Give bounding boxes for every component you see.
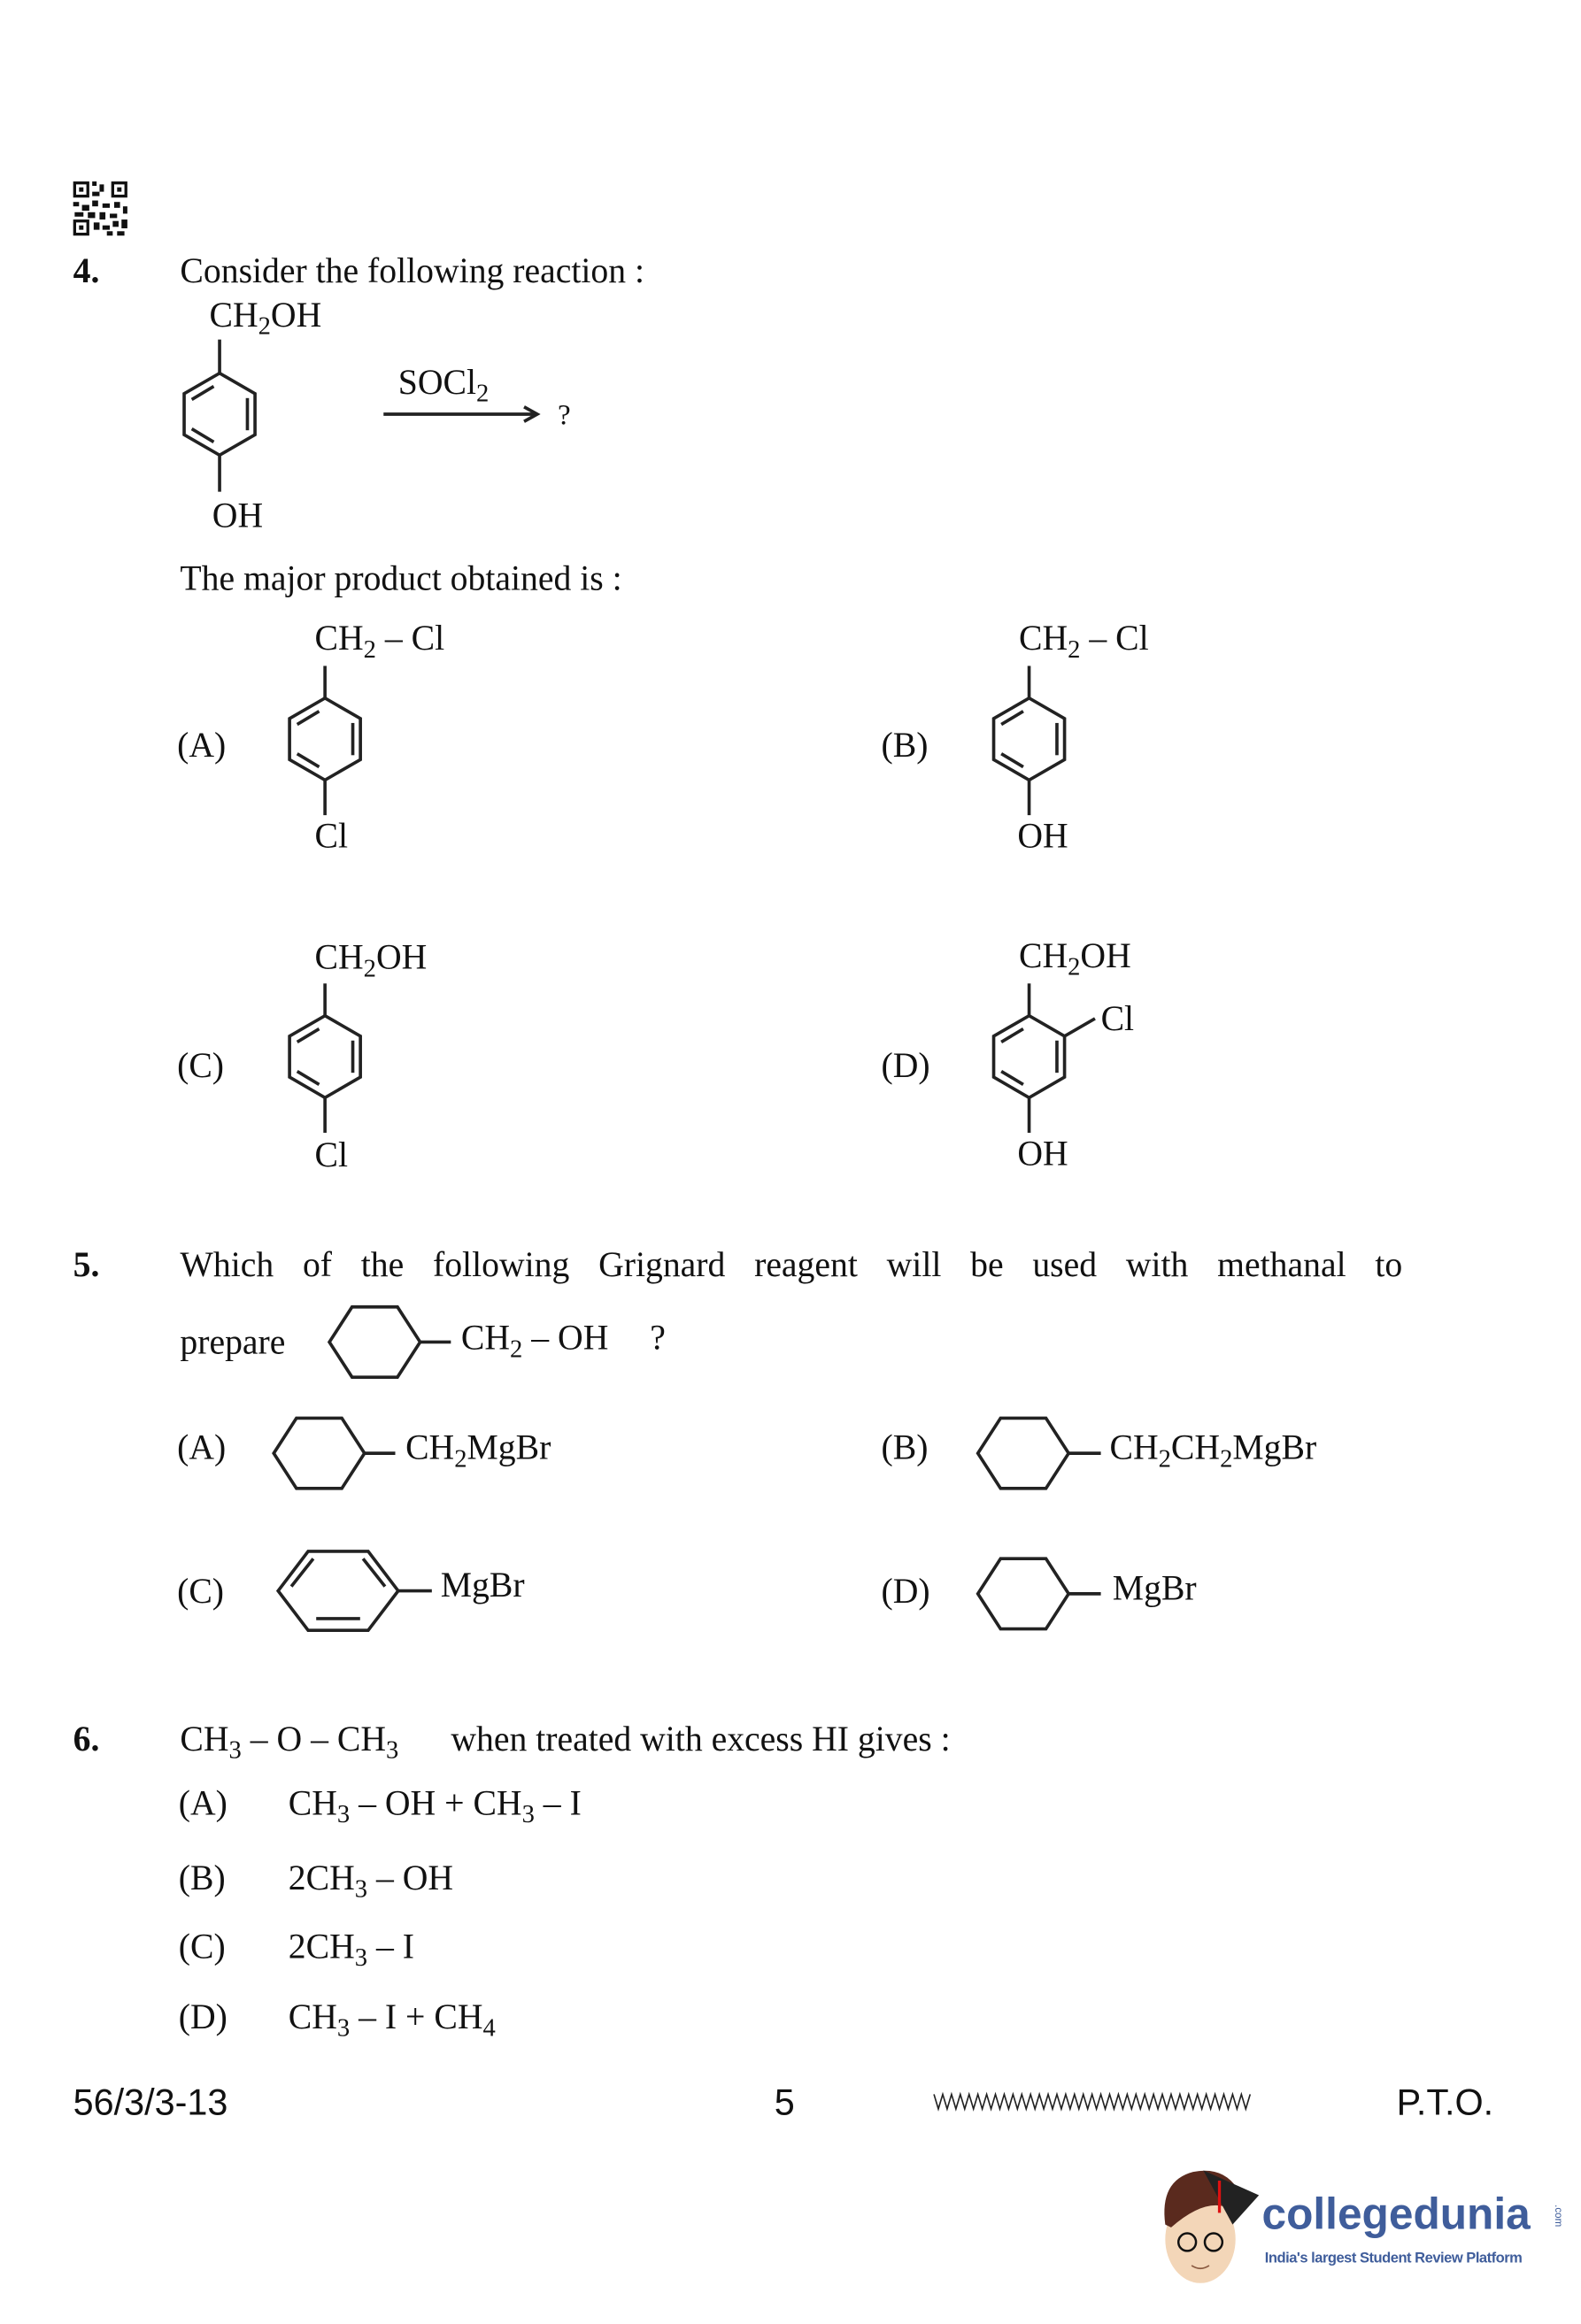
- reaction-arrow: [383, 405, 541, 423]
- q5-option-c-benzene: [275, 1550, 432, 1633]
- q4-option-c-label[interactable]: (C): [177, 1048, 225, 1087]
- question-4-subprompt: The major product obtained is :: [180, 560, 622, 599]
- page-number: 5: [774, 2082, 795, 2124]
- q6-option-a-label[interactable]: (A): [178, 1785, 228, 1824]
- question-5-number: 5.: [73, 1246, 100, 1285]
- question-5-prompt: Which of the following Grignard reagent …: [180, 1246, 1403, 1285]
- q5-option-a-label[interactable]: (A): [177, 1429, 227, 1468]
- q4-option-d-side: Cl: [1100, 1001, 1135, 1040]
- q6-option-b-label[interactable]: (B): [178, 1859, 226, 1898]
- question-4-prompt: Consider the following reaction :: [180, 253, 645, 292]
- collegedunia-tagline: India's largest Student Review Platform: [1264, 2251, 1523, 2267]
- question-4-number: 4.: [73, 253, 100, 292]
- q5-option-d-group: MgBr: [1112, 1570, 1197, 1609]
- q5-option-c-group: MgBr: [440, 1567, 525, 1606]
- please-turn-over: P.T.O.: [1396, 2082, 1494, 2124]
- q5-option-b-group: CH2CH2MgBr: [1109, 1429, 1317, 1473]
- q4-option-c-ring: [288, 983, 362, 1133]
- q4-option-b-bottom: OH: [1017, 818, 1068, 857]
- q4-reactant-benzene-ring: [182, 339, 257, 492]
- q5-option-c-label[interactable]: (C): [177, 1573, 225, 1612]
- q5-option-a-group: CH2MgBr: [405, 1429, 551, 1473]
- q6-option-c-text: 2CH3 – I: [288, 1928, 414, 1972]
- q4-option-b-top: CH2 – Cl: [1018, 620, 1149, 664]
- reagent-label: SOCl2: [397, 364, 490, 408]
- q5-option-a-cyclohexane: [272, 1416, 396, 1490]
- question-6-number: 6.: [73, 1720, 100, 1759]
- footer-zigzag-decoration: [933, 2091, 1252, 2112]
- q4-option-c-bottom: Cl: [314, 1136, 349, 1175]
- question-5-target-group: CH2 – OH: [460, 1320, 609, 1363]
- q4-option-a-label[interactable]: (A): [177, 727, 227, 766]
- q5-option-b-cyclohexane: [976, 1416, 1101, 1490]
- product-unknown: ?: [558, 399, 571, 432]
- q5-target-cyclohexane: [327, 1304, 451, 1379]
- q4-option-d-label[interactable]: (D): [881, 1048, 930, 1087]
- collegedunia-logo-text: collegedunia: [1261, 2190, 1531, 2240]
- q6-option-a-text: CH3 – OH + CH3 – I: [288, 1785, 582, 1828]
- q4-option-a-ring: [288, 666, 362, 816]
- q6-option-d-text: CH3 – I + CH4: [288, 1998, 496, 2043]
- question-5-target-suffix: ?: [650, 1320, 666, 1358]
- question-6-formula: CH3 – O – CH3: [180, 1720, 399, 1764]
- question-5-prompt-prefix: prepare: [180, 1324, 286, 1363]
- paper-code: 56/3/3-13: [73, 2082, 228, 2124]
- question-6-prompt: when treated with excess HI gives :: [451, 1720, 951, 1759]
- q4-option-d-bottom: OH: [1017, 1135, 1068, 1174]
- collegedunia-mascot-icon: [1164, 2170, 1260, 2283]
- reactant-top-group: CH2OH: [209, 296, 322, 340]
- q4-option-a-bottom: Cl: [314, 818, 349, 857]
- q6-option-c-label[interactable]: (C): [178, 1928, 226, 1967]
- collegedunia-logo-suffix: .com: [1552, 2205, 1563, 2228]
- q4-option-c-top: CH2OH: [314, 939, 428, 982]
- q6-option-d-label[interactable]: (D): [178, 1998, 228, 2037]
- q4-option-b-ring: [991, 666, 1067, 816]
- q4-option-d-top: CH2OH: [1018, 938, 1131, 981]
- q5-option-d-label[interactable]: (D): [881, 1573, 930, 1612]
- q5-option-b-label[interactable]: (B): [881, 1429, 929, 1468]
- q5-option-d-cyclohexane: [976, 1557, 1101, 1631]
- q6-option-b-text: 2CH3 – OH: [288, 1859, 454, 1904]
- q4-option-a-top: CH2 – Cl: [314, 620, 445, 664]
- q4-option-d-ring: [991, 983, 1096, 1133]
- q4-option-b-label[interactable]: (B): [881, 727, 929, 766]
- reactant-bottom-group: OH: [212, 497, 264, 536]
